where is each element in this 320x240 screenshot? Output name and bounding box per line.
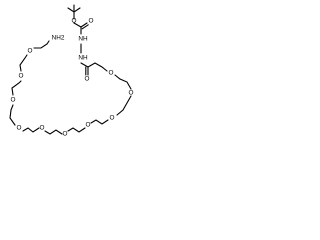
atom-o9: O (129, 90, 134, 97)
atom-nh-b: NH (78, 55, 88, 62)
atom-o3: O (11, 97, 16, 104)
peg-chain-right (114, 74, 132, 90)
atom-nh2: NH2 (52, 35, 65, 42)
propanoyl-chain (87, 62, 108, 72)
atom-o5: O (40, 125, 45, 132)
peg-chain-left (9, 104, 16, 126)
amide-n-bond (80, 62, 89, 68)
atom-labels: O O NH NH O NH2 O O O O O O O O O O (11, 18, 134, 138)
peg-chain-bottom (67, 127, 86, 133)
carbamate-double-bond (80, 22, 88, 28)
atom-nh-a: NH (78, 36, 88, 43)
bond-lines (9, 4, 132, 135)
atom-o6: O (63, 131, 68, 138)
atom-o-carbamate-ester: O (72, 18, 77, 25)
ester-bond (73, 22, 82, 28)
atom-o1: O (28, 48, 33, 55)
peg-chain-bottom (44, 129, 63, 135)
chemical-structure-diagram: O O NH NH O NH2 O O O O O O O O O O (9, 4, 134, 138)
atom-o10: O (109, 70, 114, 77)
peg-chain-right (116, 95, 132, 116)
atom-o8: O (110, 115, 115, 122)
atom-o7: O (86, 122, 91, 129)
peg-chain-left (19, 54, 28, 72)
atom-o-amide: O (85, 76, 90, 83)
peg-chain-left (11, 80, 22, 96)
peg-chain-bottom (90, 119, 109, 125)
peg-chain-left (33, 40, 50, 49)
carbamate-double-bond (81, 24, 89, 30)
peg-chain-bottom (22, 127, 40, 133)
atom-o4: O (17, 125, 22, 132)
atom-o-carbamate: O (89, 18, 94, 25)
atom-o2: O (19, 73, 24, 80)
